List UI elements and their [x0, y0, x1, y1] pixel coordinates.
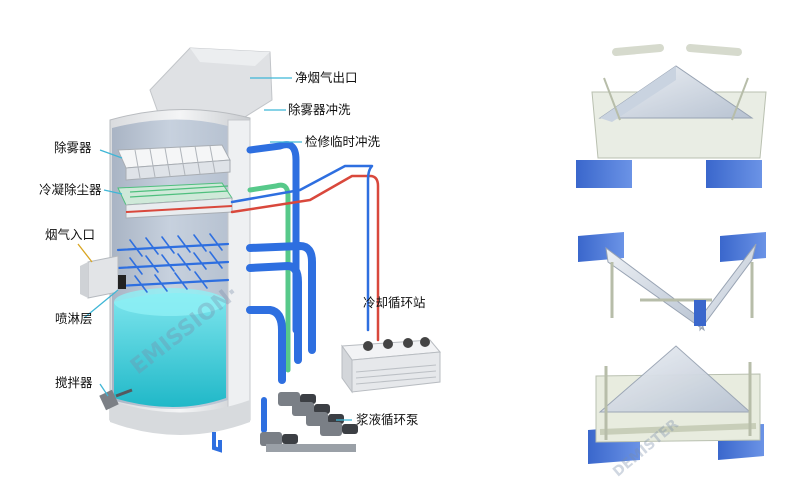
label-flue-gas-inlet: 烟气入口 [45, 227, 96, 242]
spray-layers [116, 233, 230, 293]
module-top [576, 44, 767, 188]
label-demister-flush: 除雾器冲洗 [288, 102, 351, 117]
cooling-station [341, 337, 441, 394]
module-bottom [588, 345, 764, 464]
leader-lines [77, 77, 352, 421]
condenser-unit [117, 182, 233, 219]
module-middle [578, 232, 766, 332]
label-cooling-station: 冷却循环站 [363, 295, 426, 310]
label-demister: 除雾器 [54, 140, 92, 155]
label-condensing-dust-remover: 冷凝除尘器 [39, 182, 102, 197]
slurry-pool [114, 292, 226, 407]
slurry-pumps [260, 392, 358, 452]
label-clean-gas-outlet: 净烟气出口 [295, 70, 358, 85]
piping [230, 141, 380, 433]
agitator-unit [99, 388, 133, 411]
label-slurry-pump: 浆液循环泵 [356, 412, 419, 427]
label-spray-layer: 喷淋层 [55, 311, 93, 326]
label-maintenance-flush: 检修临时冲洗 [305, 134, 381, 149]
absorber-tower [109, 47, 273, 435]
label-agitator: 搅拌器 [55, 375, 93, 390]
demister-unit [117, 144, 231, 181]
inlet-duct [87, 255, 119, 299]
